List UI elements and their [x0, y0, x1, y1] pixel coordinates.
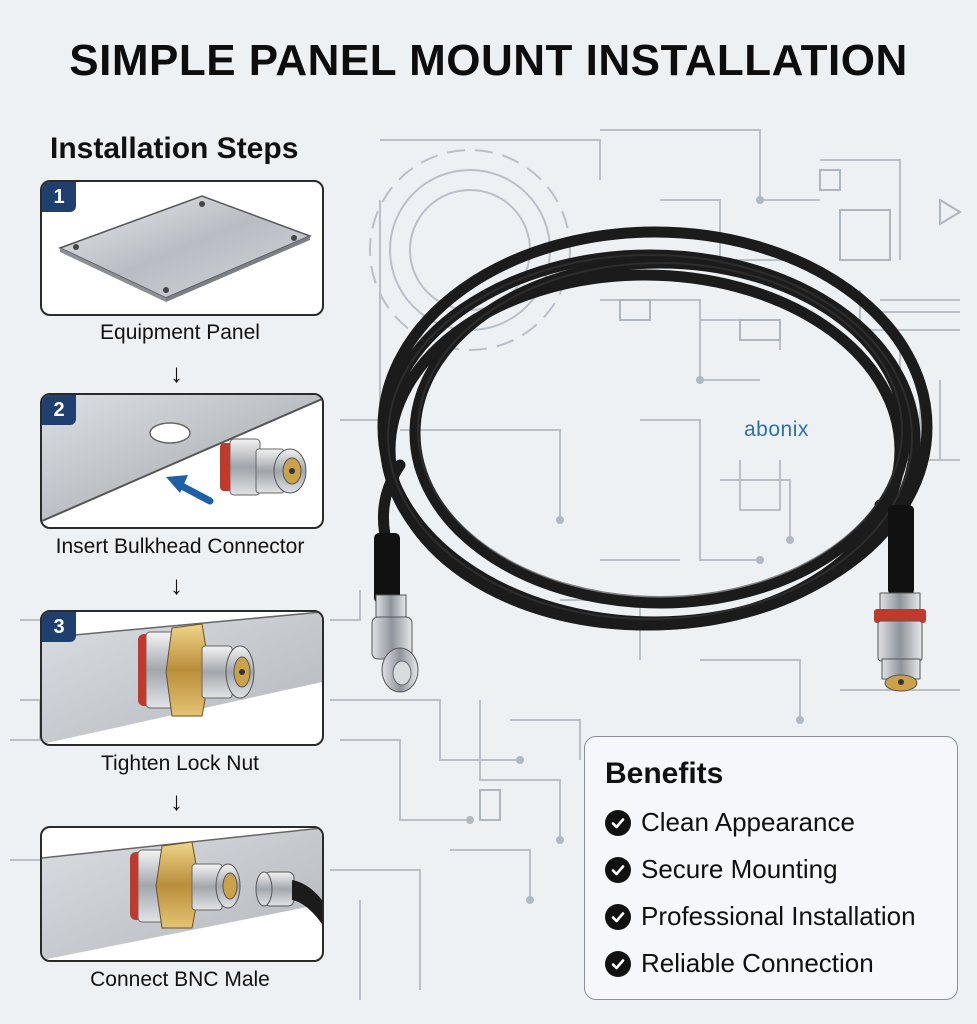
step-3-badge: 3: [42, 612, 76, 642]
connect-bnc-illustration: [42, 828, 322, 960]
brand-logo: abonix: [744, 418, 809, 441]
step-3-card: 3: [40, 610, 324, 746]
benefit-label: Clean Appearance: [641, 807, 855, 837]
bnc-cable-illustration: [371, 226, 933, 693]
step-1-badge: 1: [42, 182, 76, 212]
check-circle-icon: [605, 903, 631, 930]
step-2-badge: 2: [42, 395, 76, 425]
page-title: SIMPLE PANEL MOUNT INSTALLATION: [69, 36, 908, 85]
step-1-card: 1: [40, 180, 324, 316]
benefit-label: Professional Installation: [641, 901, 916, 931]
installation-steps-heading: Installation Steps: [50, 132, 299, 165]
benefit-item: Secure Mounting: [605, 854, 838, 885]
benefits-panel: Benefits Clean Appearance Secure Mountin…: [584, 736, 958, 1000]
tighten-nut-illustration: [42, 612, 322, 744]
check-circle-icon: [605, 950, 631, 977]
benefit-item: Professional Installation: [605, 901, 916, 932]
step-2-label: Insert Bulkhead Connector: [55, 535, 305, 558]
benefit-label: Reliable Connection: [641, 948, 874, 978]
insert-connector-illustration: [42, 395, 322, 522]
down-arrow-icon: ↓: [170, 786, 183, 816]
check-circle-icon: [605, 856, 631, 883]
step-4-label: Connect BNC Male: [90, 968, 270, 991]
benefit-item: Reliable Connection: [605, 948, 874, 979]
step-2-card: 2: [40, 393, 324, 529]
equipment-panel-illustration: [58, 195, 313, 302]
down-arrow-icon: ↓: [170, 570, 183, 600]
benefits-title: Benefits: [605, 757, 724, 790]
step-3-label: Tighten Lock Nut: [101, 752, 259, 775]
benefit-item: Clean Appearance: [605, 807, 855, 838]
step-4-card: [40, 826, 324, 962]
step-1-label: Equipment Panel: [100, 321, 260, 344]
benefit-label: Secure Mounting: [641, 854, 838, 884]
check-circle-icon: [605, 809, 631, 836]
down-arrow-icon: ↓: [170, 358, 183, 388]
